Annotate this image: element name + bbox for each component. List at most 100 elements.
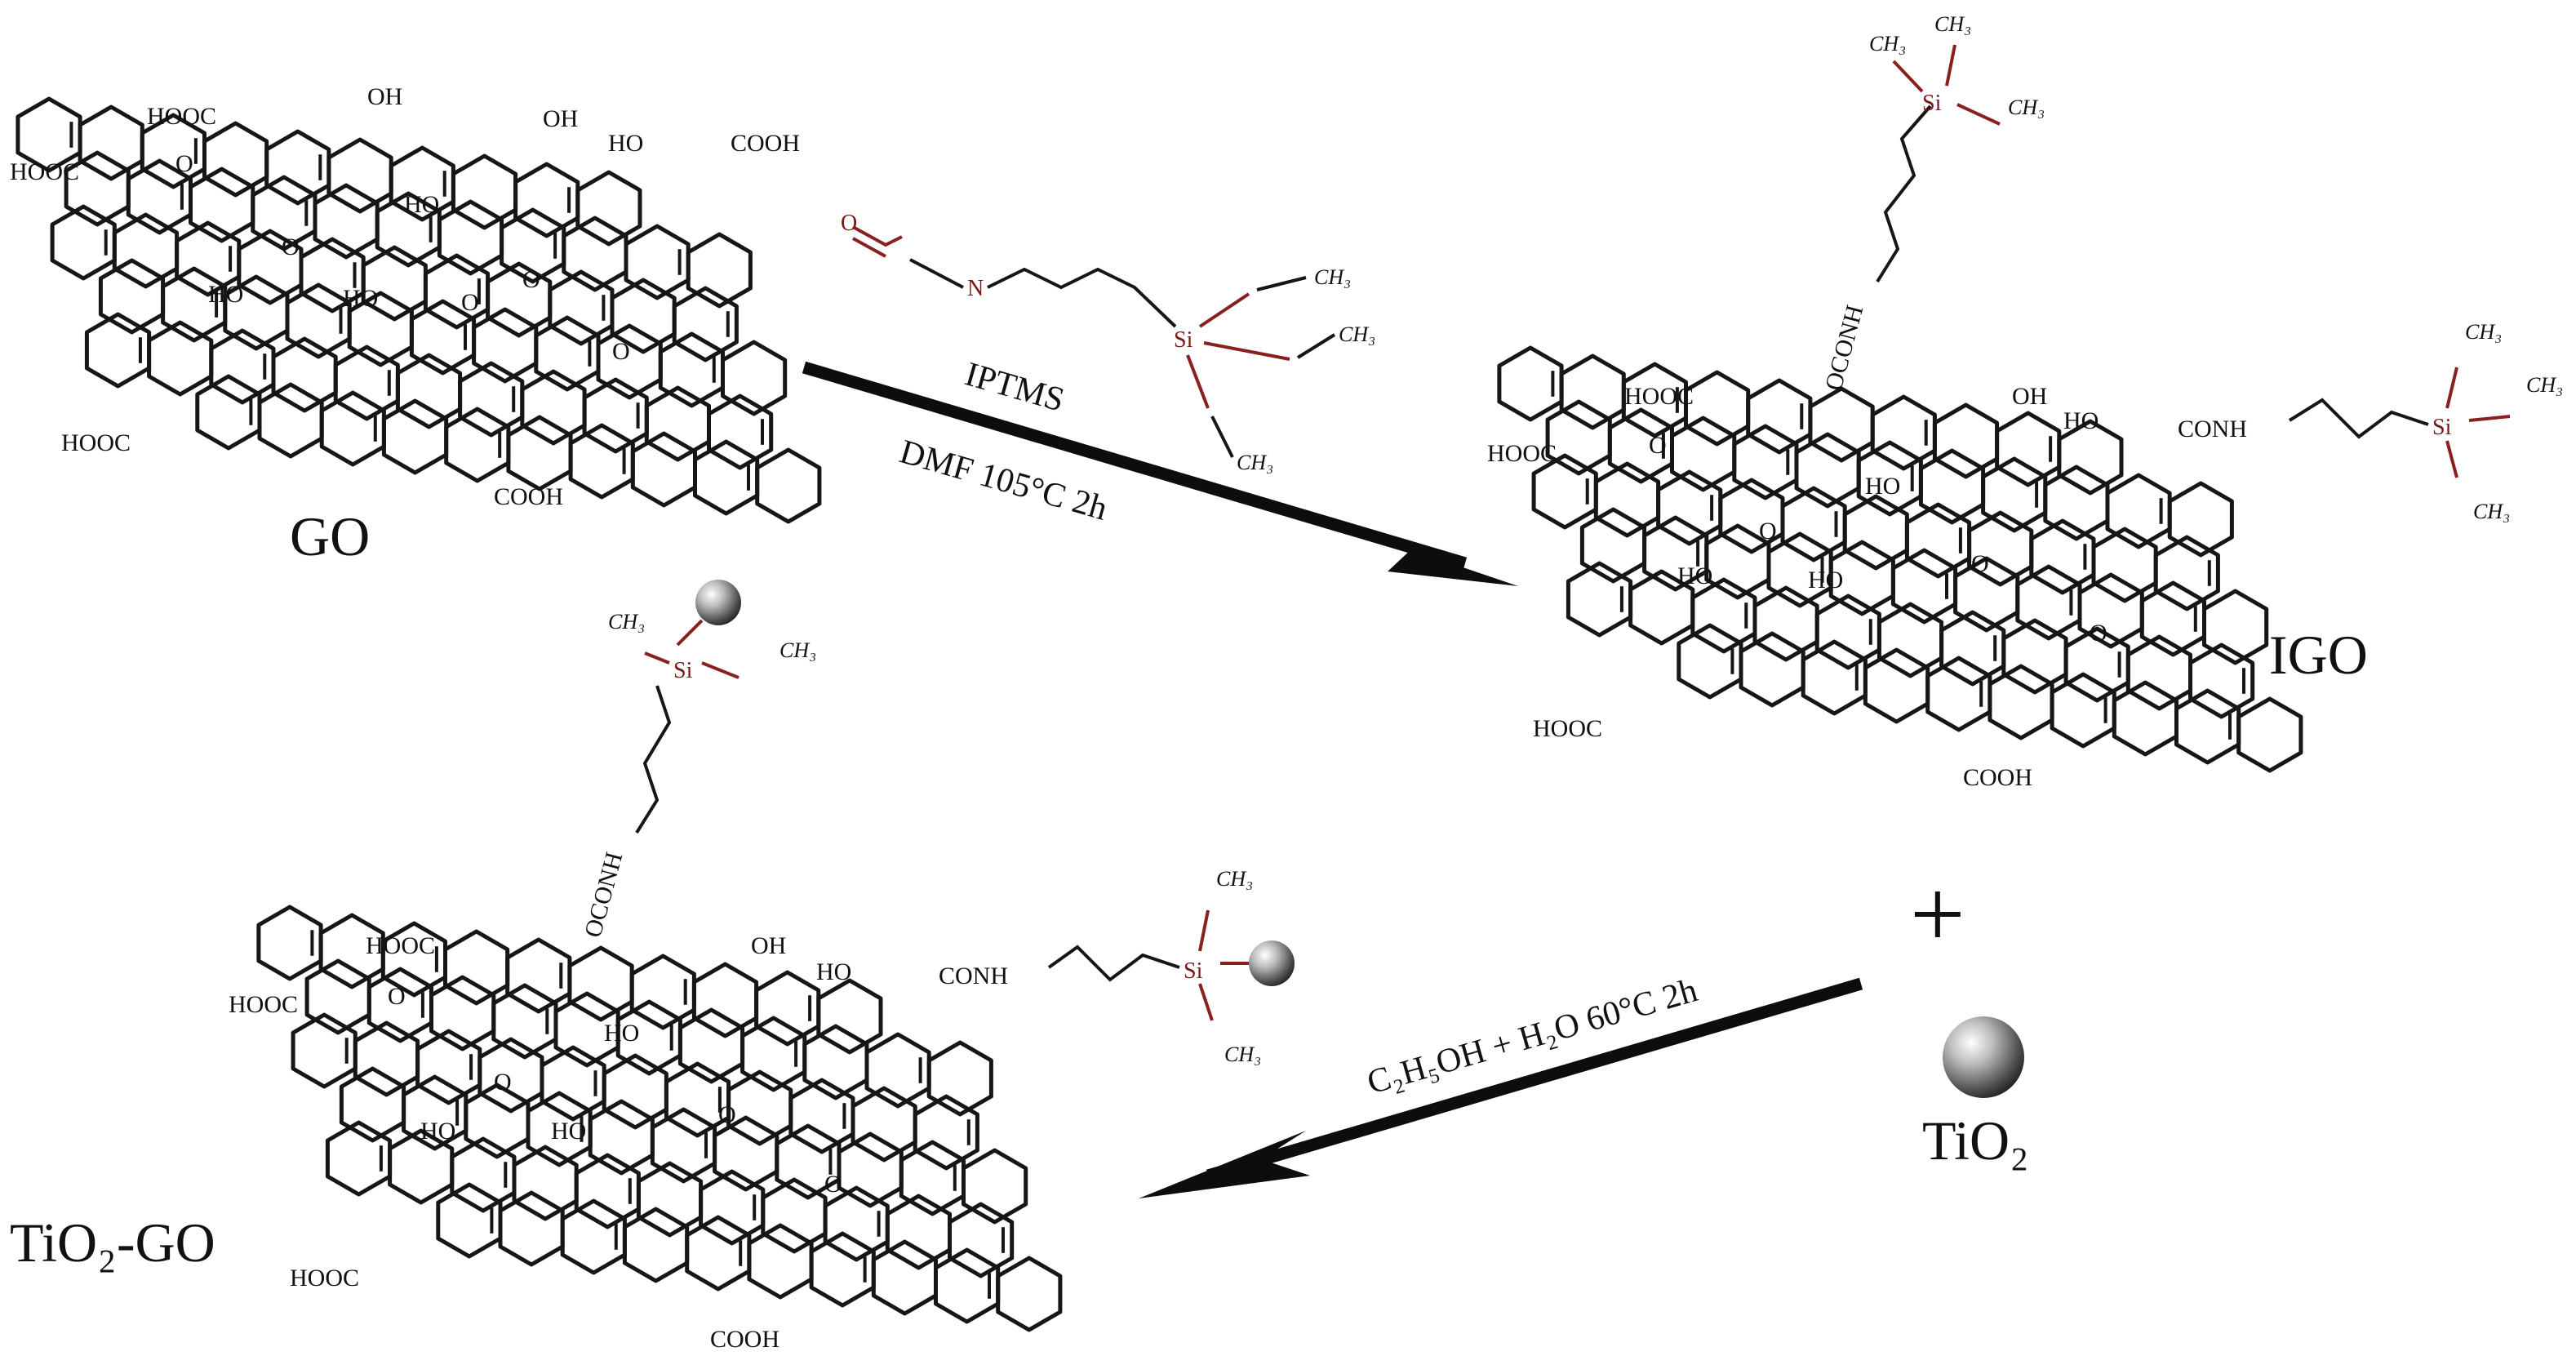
igo-hooc-2: HOOC xyxy=(1487,440,1557,467)
go-cooh-2: COOH xyxy=(494,483,563,510)
tgo-hooc-3: HOOC xyxy=(290,1265,359,1292)
tgo-cooh: COOH xyxy=(710,1326,779,1353)
igo-ch3-3: CH₃ xyxy=(2008,96,2045,119)
hex-ring xyxy=(513,162,580,238)
hex-ring xyxy=(2167,481,2234,558)
hex-ring xyxy=(458,361,525,438)
hex-ring xyxy=(2015,564,2082,641)
hex-ring xyxy=(257,382,324,459)
iptms-propyl-chain xyxy=(987,267,1177,328)
hex-ring xyxy=(560,1198,627,1275)
igo-hooc-1: HOOC xyxy=(1624,383,1694,410)
go-o-5: O xyxy=(612,338,630,365)
hex-ring xyxy=(2057,419,2124,496)
hex-ring xyxy=(1995,411,2062,487)
igo-o-4: O xyxy=(2090,620,2107,647)
hex-ring xyxy=(636,1161,704,1238)
iptms-si-o-3 xyxy=(1186,354,1210,409)
hex-ring xyxy=(1967,510,2034,587)
iptms-oc-double xyxy=(852,237,886,258)
igo-conh: CONH xyxy=(2178,416,2247,442)
hex-ring xyxy=(1932,402,2000,479)
igo-o-2: O xyxy=(1759,518,1777,545)
hex-ring xyxy=(574,1153,641,1229)
hex-ring xyxy=(685,1215,752,1292)
hex-ring xyxy=(1656,469,1723,546)
hex-ring xyxy=(996,1256,1063,1332)
hex-ring xyxy=(1870,394,1937,471)
hex-ring xyxy=(381,398,449,475)
igo-si-2: Si xyxy=(2432,415,2452,440)
igo-ho-2: HO xyxy=(1865,473,1900,500)
hex-ring xyxy=(526,1091,593,1167)
hex-ring xyxy=(913,1094,979,1171)
hex-ring xyxy=(568,423,635,500)
hex-ring xyxy=(962,1148,1028,1225)
hex-ring xyxy=(1621,362,1688,438)
iptms-si-o-2 xyxy=(1203,341,1290,361)
arrow-step-2: C₂H₅OH + H₂O 60°C 2h xyxy=(1139,971,1863,1198)
tgo-conh: CONH xyxy=(939,963,1008,989)
hex-ring xyxy=(755,447,822,524)
go-ho-1: HO xyxy=(608,130,643,157)
hex-ring xyxy=(677,1007,745,1084)
tgo-ho-1: HO xyxy=(816,958,851,985)
hex-ring xyxy=(140,113,207,189)
hex-ring xyxy=(84,312,152,389)
tio2-label: TiO₂ xyxy=(1922,1109,2029,1171)
hex-ring xyxy=(16,96,82,173)
iptms-o-ch3-3 xyxy=(1210,416,1234,458)
hex-ring xyxy=(2091,527,2158,603)
igo-lattice xyxy=(1497,345,2303,773)
arrow-step-1: IPTMS DMF 105°C 2h xyxy=(802,355,1518,586)
hex-ring xyxy=(802,1024,869,1100)
go-oh-2: OH xyxy=(543,105,578,132)
hex-ring xyxy=(1746,378,1813,455)
tgo-particle-1 xyxy=(695,580,741,625)
igo-ch3-5: CH₃ xyxy=(2526,373,2563,397)
iptms-o: O xyxy=(841,211,857,236)
hex-ring xyxy=(500,207,566,284)
hex-ring xyxy=(650,1107,717,1184)
tgo-chain-2 xyxy=(1047,945,1180,982)
hex-ring xyxy=(1718,478,1785,554)
hex-ring xyxy=(1531,453,1598,530)
hex-ring xyxy=(209,328,276,405)
go-label: GO xyxy=(290,505,370,567)
igo-cooh: COOH xyxy=(1963,764,2032,791)
tgo-hooc-2: HOOC xyxy=(229,991,298,1018)
go-ho-4: HO xyxy=(343,285,378,312)
hex-ring xyxy=(415,1029,482,1105)
hex-ring xyxy=(506,415,573,491)
go-o-2: O xyxy=(282,233,300,260)
hex-ring xyxy=(388,1128,455,1205)
hex-ring xyxy=(271,336,338,413)
hex-ring xyxy=(761,1177,828,1254)
hex-ring xyxy=(353,1020,420,1097)
hex-ring xyxy=(885,1194,952,1270)
iptms-o-ch3-1 xyxy=(1256,276,1307,291)
hex-ring xyxy=(864,1032,931,1109)
hex-ring xyxy=(50,204,117,281)
tgo-si2-o-a xyxy=(1198,909,1210,952)
hex-ring xyxy=(237,229,304,305)
go-hooc-1: HOOC xyxy=(147,103,216,130)
hex-ring xyxy=(1752,585,1819,662)
hex-ring xyxy=(747,1223,814,1300)
plus-sign: + xyxy=(1910,860,1965,968)
hex-ring xyxy=(1579,507,1647,584)
tgo-si2-o-b xyxy=(1198,983,1214,1021)
hex-ring xyxy=(2001,618,2068,695)
igo-si2-o-a xyxy=(2445,367,2458,409)
igo-si2-o-c xyxy=(2445,440,2458,478)
hex-ring xyxy=(1918,448,1986,525)
iptms-label: IPTMS xyxy=(961,355,1068,419)
hex-ring xyxy=(1988,664,2054,740)
hex-ring xyxy=(754,970,821,1047)
hex-ring xyxy=(1808,386,1875,463)
hex-ring xyxy=(610,278,677,354)
hex-ring xyxy=(899,1140,966,1216)
hex-ring xyxy=(1566,561,1633,638)
hex-ring xyxy=(333,345,400,421)
hex-ring xyxy=(423,253,491,330)
